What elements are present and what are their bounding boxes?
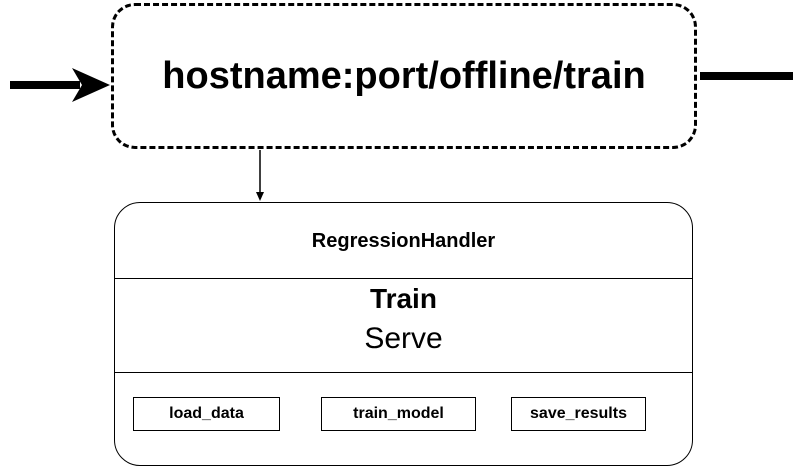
incoming-arrowhead (72, 68, 110, 102)
handler-methods-divider (115, 372, 692, 373)
endpoint-node: hostname:port/offline/train (111, 3, 697, 149)
pipeline-step-load-data: load_data (133, 397, 280, 431)
handler-title-divider (115, 278, 692, 279)
pipeline-step-save-results: save_results (511, 397, 646, 431)
handler-node: RegressionHandler Train Serve load_data … (114, 202, 693, 466)
pipeline-step-train-model: train_model (321, 397, 476, 431)
method-serve: Serve (364, 322, 443, 355)
endpoint-label: hostname:port/offline/train (162, 54, 646, 97)
method-train: Train (370, 283, 437, 314)
handler-title: RegressionHandler (311, 229, 496, 252)
endpoint-to-handler-arrowhead (256, 192, 264, 201)
